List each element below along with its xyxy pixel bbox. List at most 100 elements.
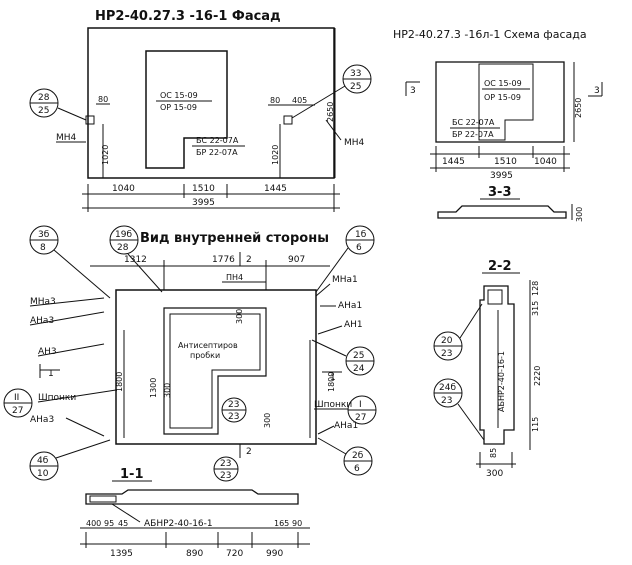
facade-left-anchor [85,115,95,125]
leader-line [111,503,141,523]
leader-line [315,283,331,297]
leader-line [65,417,105,437]
interior-shponki-left: Шпонки [38,393,76,403]
scheme-window-label-2: ОР 15-09 [484,93,521,102]
interior-dim-300-c: 300 [263,413,272,428]
interior-callout-tl-top: 3б [38,230,50,240]
leader-line [317,437,347,455]
section-1-1-callout-bottom: 23 [220,471,231,481]
facade-dim-3995: 3995 [192,198,215,208]
facade-window-label-2: ОР 15-09 [160,103,197,112]
facade-left-leader [57,107,87,121]
leader-line [55,439,111,459]
facade-dim-1020-left: 1020 [101,145,110,165]
interior-shponki-right: Шпонки [314,400,352,410]
facade-door-label-2: БР 22-07А [196,148,238,157]
interior-opening-inner [169,313,261,429]
section-2-2-callout-2-bottom: 23 [441,396,452,406]
section-2-2-dim-128: 128 [531,281,540,296]
facade-opening [145,50,228,169]
section-3-3-dim-300: 300 [575,207,584,222]
section-3-3-profile [437,205,567,219]
leader-line [37,389,117,403]
facade-dim-2650: 2650 [326,102,335,122]
facade-right-callout-bottom: 25 [350,82,361,92]
section-1-1-dim-720: 720 [226,549,243,559]
section-1-1-dim-990: 990 [266,549,283,559]
scheme-panel-outline [435,61,565,143]
scheme-view: НР2-40.27.3 -16л-1 Схема фасада ОС 15-09… [393,28,603,181]
section-1-1-dim-45: 45 [118,519,128,528]
facade-dim-80-right: 80 [270,96,280,105]
leader-line [311,339,347,357]
interior-an3: АН3 [38,347,57,357]
leader-line [127,253,163,293]
interior-callout-tm-bottom: 28 [117,243,129,253]
leader-line [317,325,343,335]
section-1-1-dim-1395: 1395 [110,549,133,559]
leader-line [457,403,485,441]
scheme-window-label-1: ОС 15-09 [484,79,522,88]
section-1-1-callout-top: 23 [220,459,231,469]
interior-section-bottom: 2 [246,447,252,457]
interior-view: Вид внутренней стороны 3б 8 19б 28 1б 6 … [3,225,377,481]
scheme-door-label-2: БР 22-07А [452,130,494,139]
section-2-2-profile [479,285,515,445]
facade-door-label-1: БС 22-07А [196,136,239,145]
section-1-1-dim-90: 90 [292,519,302,528]
section-1-1-profile [85,489,299,505]
facade-dim-1020-right: 1020 [271,145,280,165]
interior-callout-tl-bottom: 8 [40,243,46,253]
section-2-2-callout-1-top: 20 [441,336,453,346]
scheme-dim-3995: 3995 [490,171,513,181]
interior-title: Вид внутренней стороны [140,231,329,246]
section-1-1-label: АБНР2-40-16-1 [144,519,213,529]
interior-callout-r1-top: 25 [353,351,364,361]
facade-left-callout-top: 28 [38,93,50,103]
leader-line [315,247,349,293]
section-2-2-label: АБНР2-40-16-1 [497,351,506,412]
leader-line [37,343,105,357]
scheme-dim-1040: 1040 [534,157,557,167]
facade-right-callout-top: 33 [350,69,361,79]
interior-dim-1776: 1776 [212,255,235,265]
interior-ana3-top: АНа3 [30,316,54,326]
facade-dim-405: 405 [292,96,307,105]
section-2-2-dim-315: 315 [531,301,540,316]
interior-mna1: МНа1 [332,275,358,285]
interior-callout-r1-bottom: 24 [353,364,365,374]
interior-callout-tm-top: 19б [115,230,132,240]
scheme-section-right: 3 [594,86,600,96]
interior-dim-1300: 1300 [149,378,158,398]
facade-dim-1510: 1510 [192,184,215,194]
facade-right-leader [291,85,346,119]
leader-line [325,119,342,141]
facade-view: НР2-40.27.3 -16-1 Фасад ОС 15-09 ОР 15-0… [29,9,372,212]
section-1-1: 1-1 23 23 АБНР2-40-16-1 400 95 45 165 90… [80,456,310,559]
leader-line [29,297,105,307]
scheme-dim-2650: 2650 [574,98,583,118]
facade-window-label-1: ОС 15-09 [160,91,198,100]
section-2-2-top-insert [487,289,503,305]
interior-sec1-left: 1 [48,369,54,379]
leader-line [317,425,335,435]
section-2-2-callout-1-bottom: 23 [441,349,452,359]
interior-mna3: МНа3 [30,297,56,307]
section-1-1-dim-400: 400 [86,519,101,528]
interior-callout-r2-bottom: 27 [355,413,366,423]
leader-line [29,311,105,326]
interior-panel-outline [115,289,317,445]
leader-line [459,303,483,339]
scheme-door-label-1: БС 22-07А [452,118,495,127]
section-2-2: 2-2 АБНР2-40-16-1 128 315 2220 115 85 20… [433,259,542,479]
section-2-2-dim-85: 85 [489,448,498,458]
section-1-1-dim-890: 890 [186,549,203,559]
interior-an1: АН1 [344,320,363,330]
interior-callout-center-bottom: 23 [228,412,239,422]
scheme-section-left: 3 [410,86,416,96]
interior-callout-tr-bottom: 6 [356,243,362,253]
facade-dim-1040: 1040 [112,184,135,194]
interior-opening-outer [163,307,267,435]
section-1-1-dim-95: 95 [104,519,114,528]
interior-ana1-bottom: АНа1 [334,421,358,431]
